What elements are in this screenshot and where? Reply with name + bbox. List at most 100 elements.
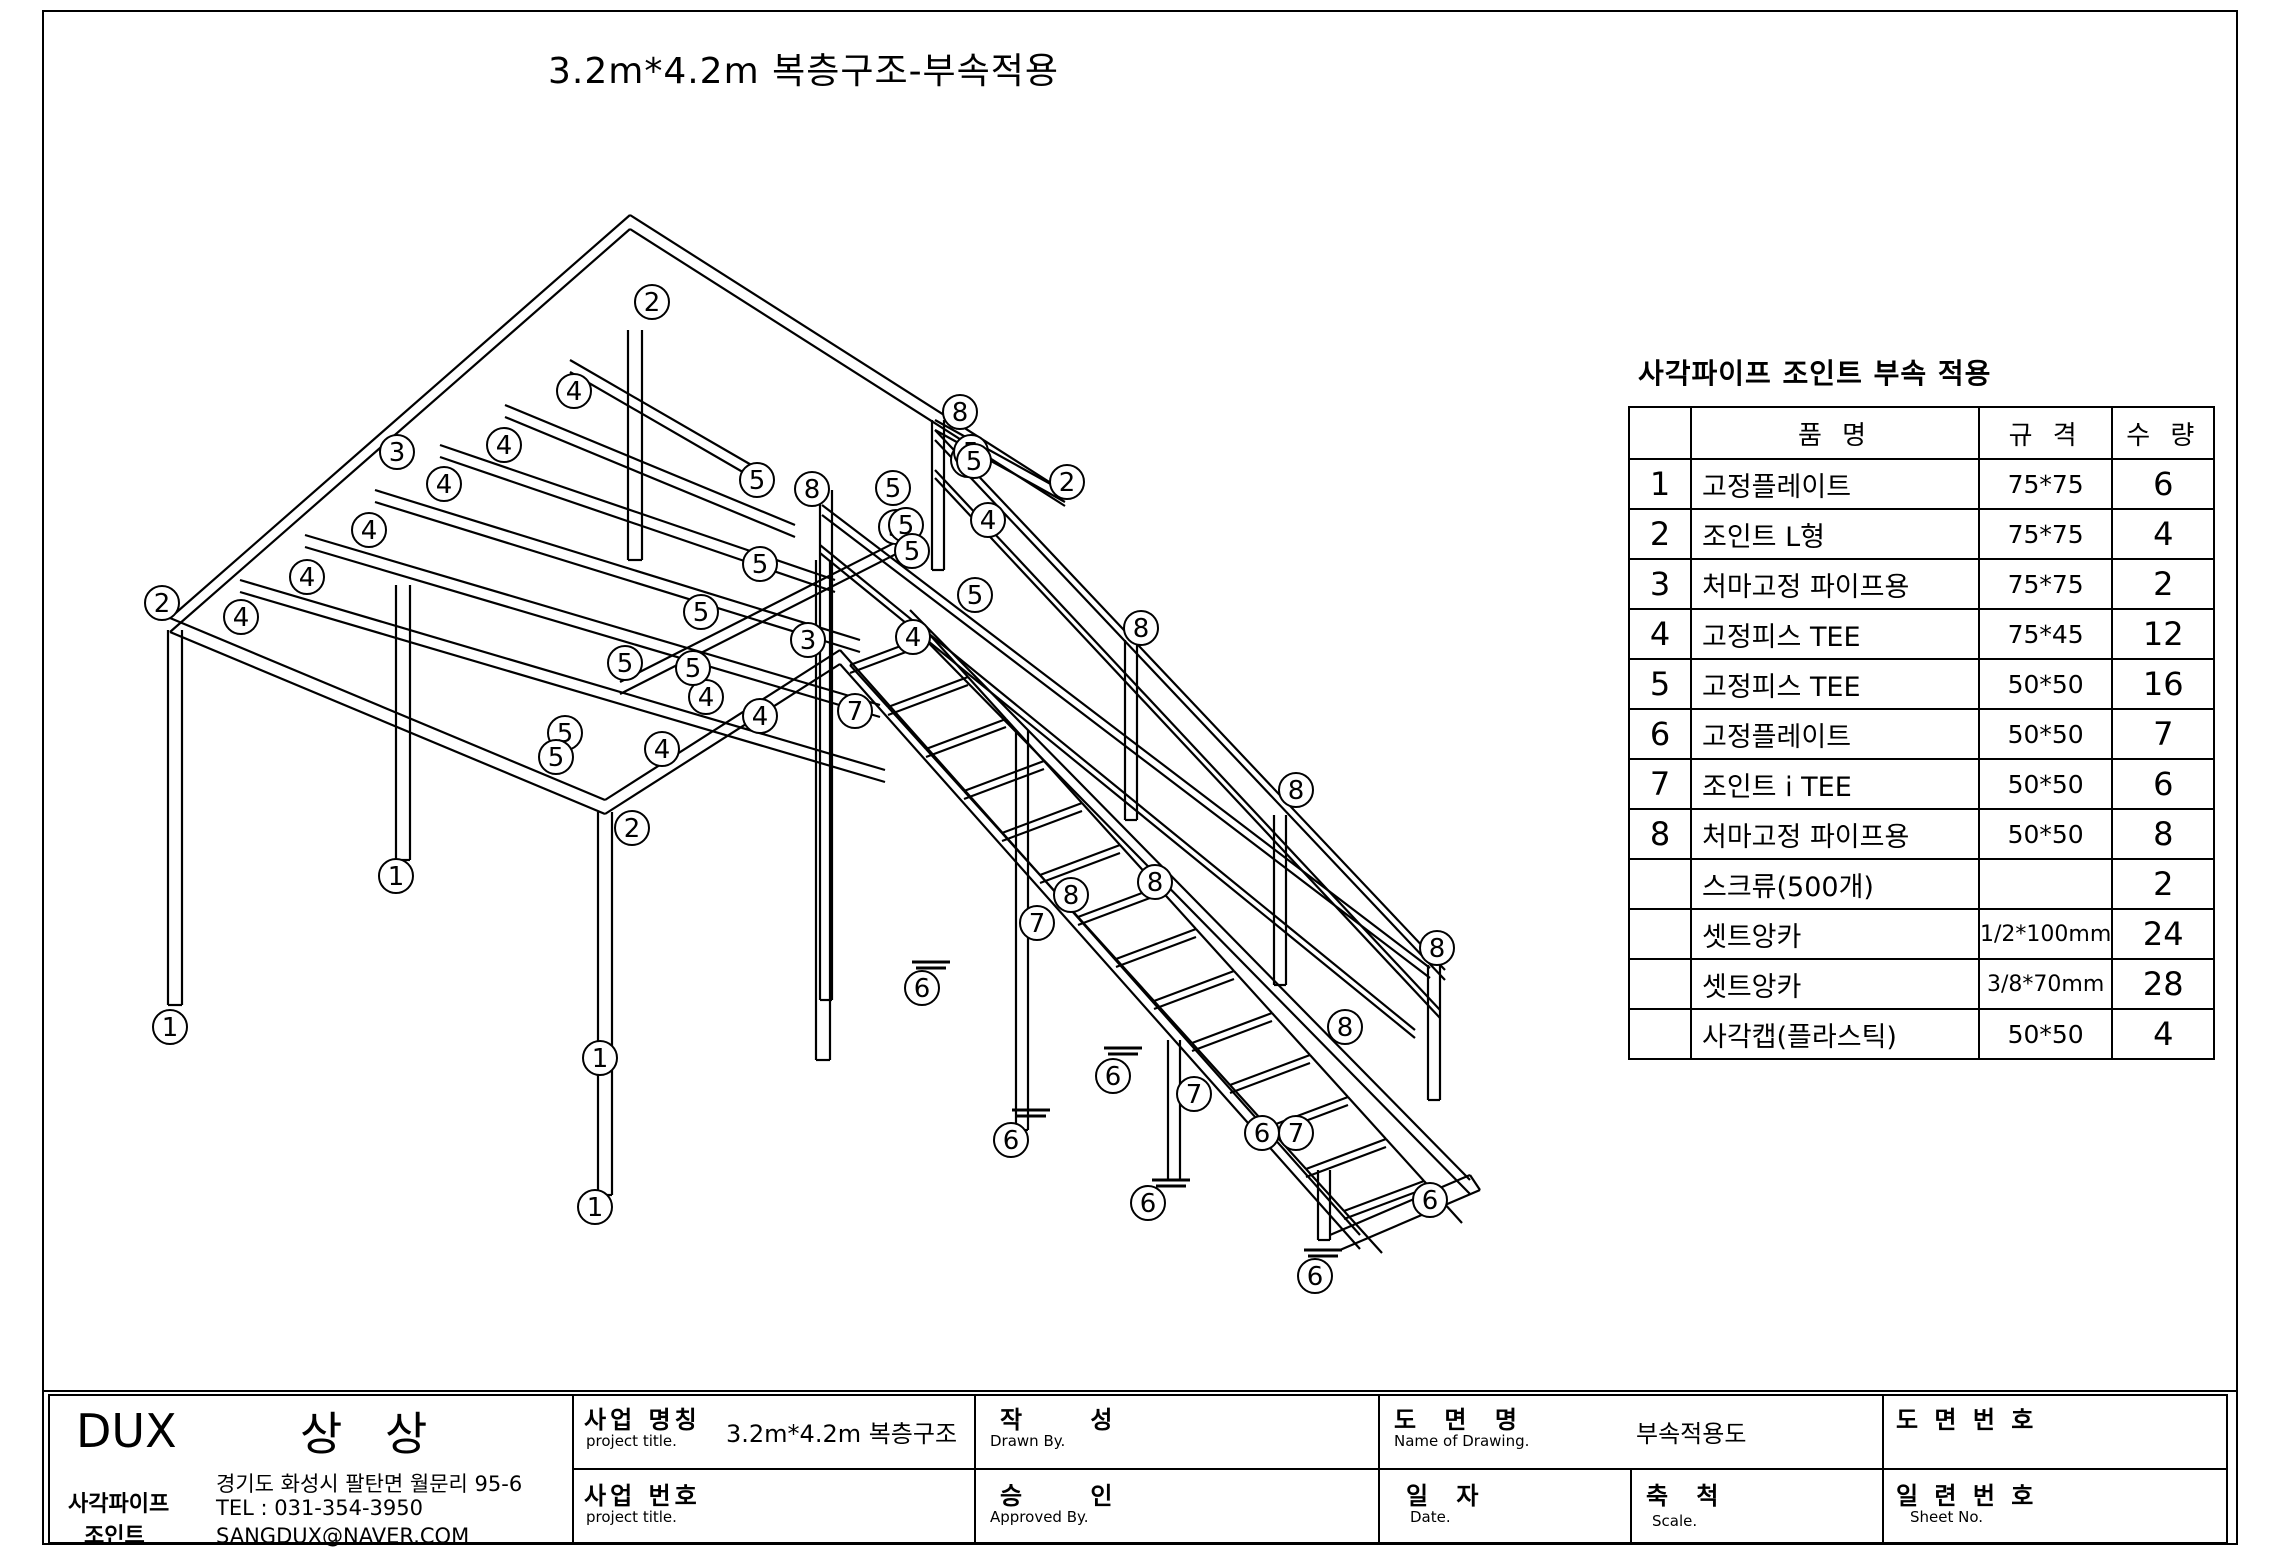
handrail <box>934 419 1066 493</box>
callout-circle <box>582 1040 618 1076</box>
row-spec: 50*50 <box>1977 758 2114 810</box>
row-name: 셋트앙카 <box>1690 908 1980 960</box>
callout-label: 5 <box>967 581 984 611</box>
callout-6: 6 <box>904 970 940 1006</box>
handrail <box>934 469 1441 1011</box>
parts-table-header-row: 품 명 규 격 수 량 <box>1628 406 2216 460</box>
stair-step <box>1153 969 1235 1003</box>
callout-label: 7 <box>1186 1080 1203 1110</box>
callout-7: 7 <box>837 693 873 729</box>
callout-5: 5 <box>683 594 719 630</box>
row-no: 5 <box>1628 658 1692 710</box>
callout-circle <box>1130 1185 1166 1221</box>
callout-label: 1 <box>388 862 405 892</box>
callout-label: 4 <box>905 623 922 653</box>
callout-4: 4 <box>688 679 724 715</box>
callout-label: 8 <box>1337 1013 1354 1043</box>
callout-circle <box>895 619 931 655</box>
stair-step <box>963 790 1003 834</box>
callout-8: 8 <box>1278 772 1314 808</box>
callout-circle <box>223 599 259 635</box>
stair-step <box>1001 809 1083 843</box>
row-name: 사각캡(플라스틱) <box>1690 1008 1980 1060</box>
callout-4: 4 <box>223 599 259 635</box>
callout-label: 4 <box>698 683 715 713</box>
callout-circle <box>486 427 522 463</box>
row-name: 고정플레이트 <box>1690 708 1980 760</box>
callout-circle <box>1278 772 1314 808</box>
stair-step <box>1271 1012 1311 1056</box>
callout-label: 4 <box>752 702 769 732</box>
frame-beam <box>619 539 901 683</box>
callout-label: 4 <box>566 377 583 407</box>
callout-label: 8 <box>1429 934 1446 964</box>
callout-label: 7 <box>1288 1119 1305 1149</box>
stair-step <box>1153 977 1235 1011</box>
frame-joist <box>374 500 861 654</box>
row-no <box>1628 958 1692 1010</box>
callout-label: 8 <box>1133 614 1150 644</box>
stair-step <box>1001 832 1041 876</box>
stair-step <box>1305 1137 1387 1171</box>
stair-step <box>1005 718 1045 762</box>
callout-label: 4 <box>436 470 453 500</box>
title-block: DUX 상 상 사각파이프 조인트 경기도 화성시 팔탄면 월문리 95-6 T… <box>44 1390 2236 1554</box>
callout-1: 1 <box>582 1040 618 1076</box>
callout-5: 5 <box>957 577 993 613</box>
stair-step <box>1077 893 1159 927</box>
stair-step <box>1039 843 1121 877</box>
stair-step <box>925 717 1007 751</box>
callout-5: 5 <box>607 645 643 681</box>
project-name-label-en: project title. <box>586 1432 677 1450</box>
row-qty: 6 <box>2111 758 2216 810</box>
stair-step <box>1267 1095 1349 1129</box>
header-qty: 수 량 <box>2111 406 2216 460</box>
company-tel: TEL : 031-354-3950 <box>216 1496 423 1520</box>
callout-circle <box>957 577 993 613</box>
row-no: 7 <box>1628 758 1692 810</box>
callout-circle <box>794 471 830 507</box>
date-label-en: Date. <box>1410 1508 1451 1526</box>
row-spec: 50*50 <box>1977 1008 2114 1060</box>
callout-7: 7 <box>1176 1076 1212 1112</box>
callout-label: 5 <box>885 474 902 504</box>
callout-circle <box>1049 464 1085 500</box>
callout-4: 4 <box>351 512 387 548</box>
callout-label: 5 <box>752 550 769 580</box>
stair-step <box>925 748 965 792</box>
callout-label: 6 <box>1254 1119 1271 1149</box>
row-name: 고정피스 TEE <box>1690 608 1980 660</box>
callout-circle <box>904 970 940 1006</box>
callout-3: 3 <box>379 434 415 470</box>
callout-circle <box>1176 1076 1212 1112</box>
callout-label: 2 <box>154 589 171 619</box>
row-name: 셋트앙카 <box>1690 958 1980 1010</box>
callout-circle <box>1412 1182 1448 1218</box>
row-spec: 75*75 <box>1977 458 2114 510</box>
row-spec: 75*75 <box>1977 558 2114 610</box>
stair-step <box>1039 851 1121 885</box>
frame-joist <box>304 533 881 707</box>
callout-6: 6 <box>1095 1058 1131 1094</box>
callout-2: 2 <box>144 585 180 621</box>
callout-label: 8 <box>1063 881 1080 911</box>
stair-step <box>963 759 1045 793</box>
callout-4: 4 <box>644 731 680 767</box>
callout-4: 4 <box>895 619 931 655</box>
callout-2: 2 <box>1049 464 1085 500</box>
callout-8: 8 <box>794 471 830 507</box>
callout-8: 8 <box>1327 1009 1363 1045</box>
divider <box>572 1468 2228 1470</box>
callout-label: 6 <box>1422 1186 1439 1216</box>
frame-beam <box>604 649 841 801</box>
drawn-by-label: 작 성 <box>1000 1406 1143 1434</box>
callout-circle <box>1419 930 1455 966</box>
stair-step <box>1347 1096 1387 1140</box>
callout-circle <box>289 559 325 595</box>
callout-circle <box>614 810 650 846</box>
callout-group: 1111222233444444444445555555555555556666… <box>144 284 1455 1294</box>
callout-label: 4 <box>654 735 671 765</box>
